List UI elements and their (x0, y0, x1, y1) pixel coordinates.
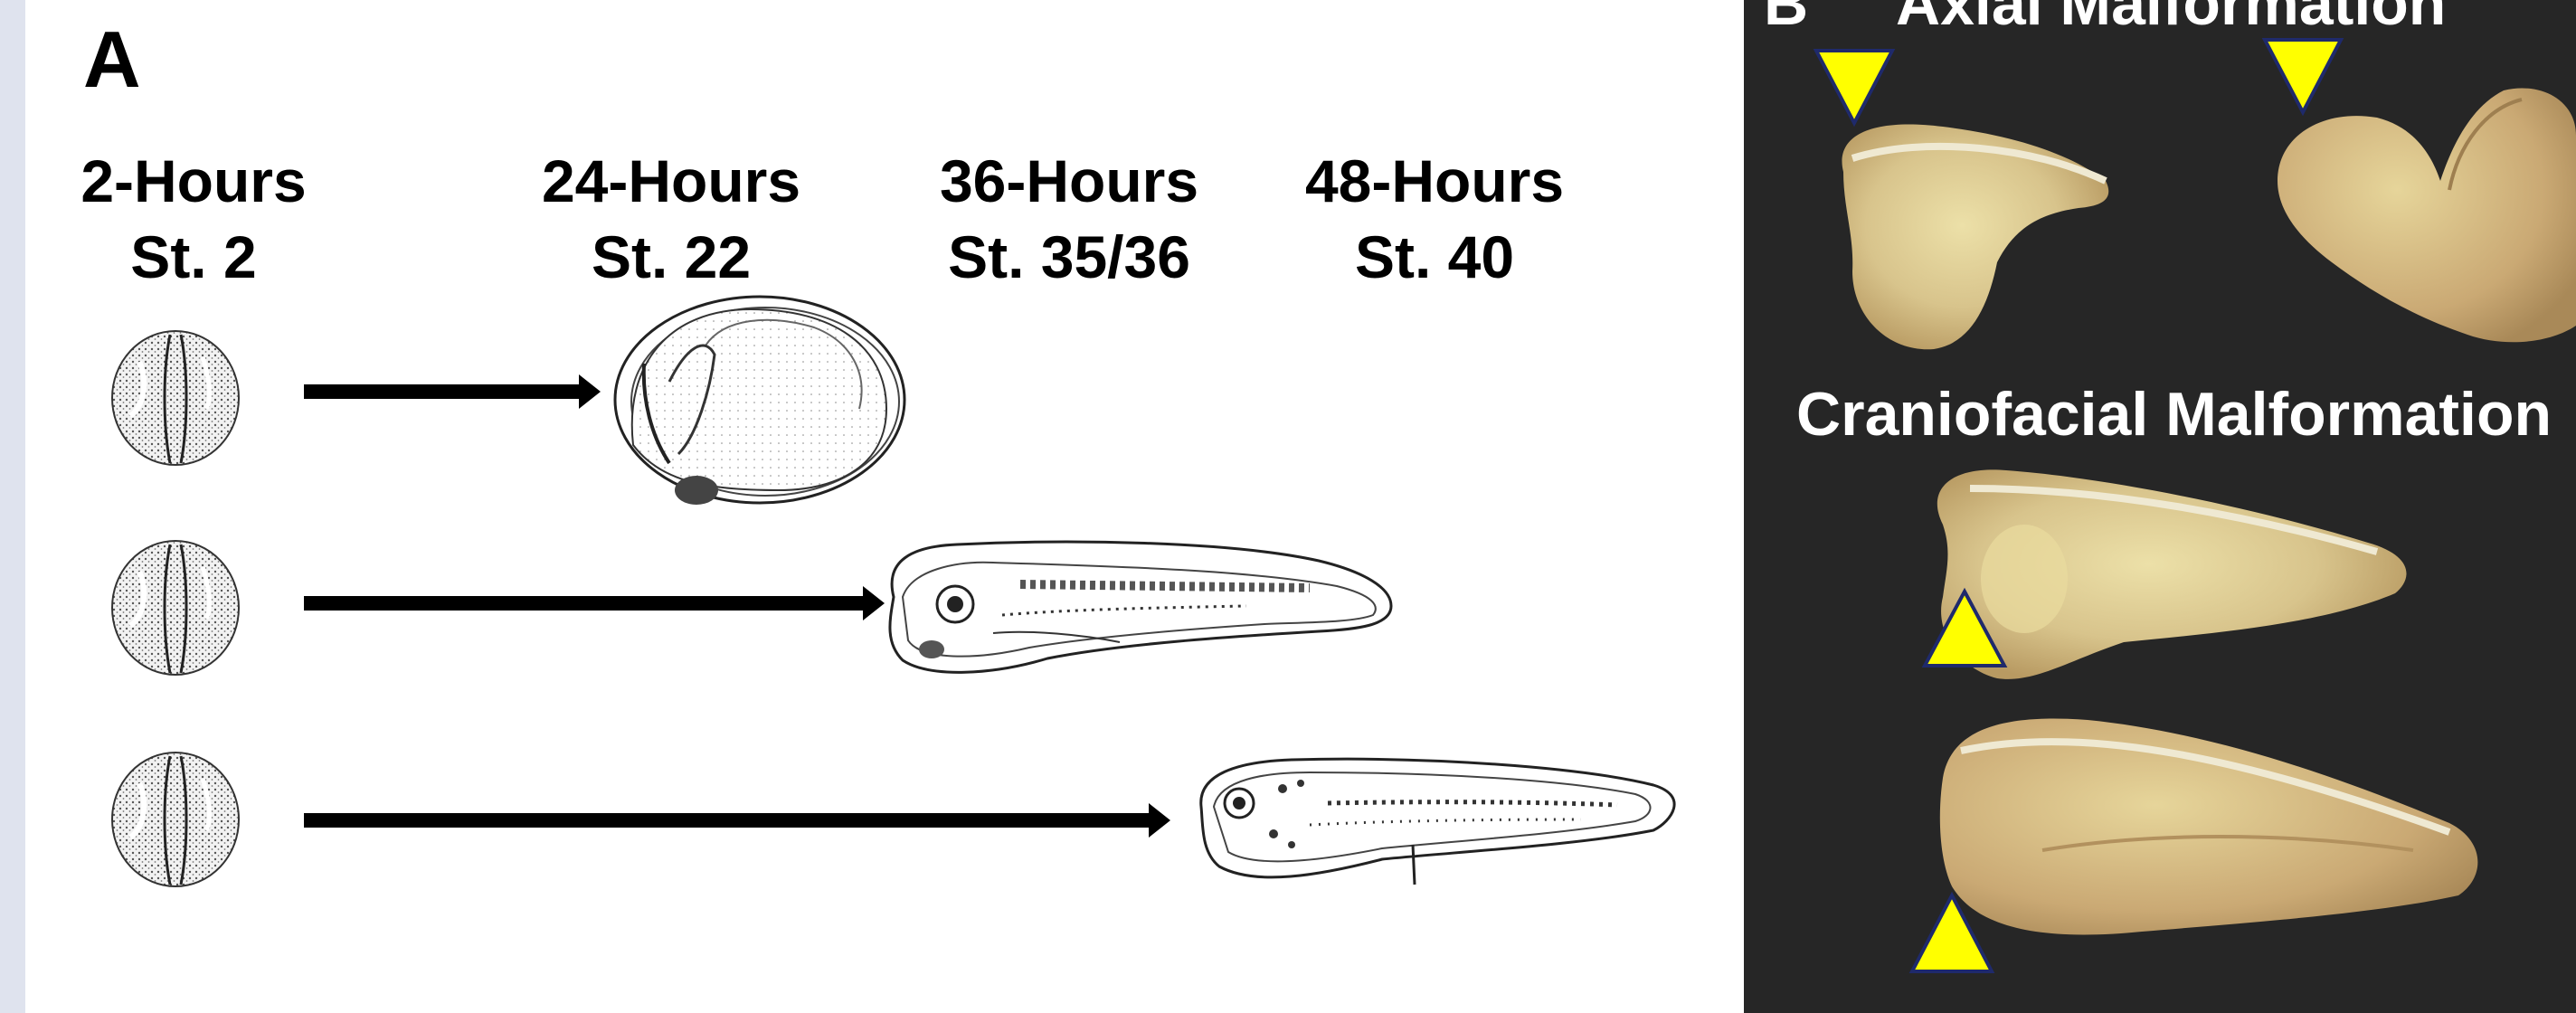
marker-axial-2 (2265, 40, 2341, 112)
axial-malformation-embryo-2 (2278, 88, 2576, 342)
panel-b: B Axial Malformation Craniofacial Malfor… (1744, 0, 2576, 1013)
arrow-to-stage-22 (304, 374, 601, 409)
panel-b-photos (1744, 0, 2576, 1013)
panel-a-illustration (25, 0, 1744, 1013)
panel-a: A 2-Hours St. 2 24-Hours St. 22 36-Hours… (25, 0, 1744, 1013)
embryo-stage-22 (615, 297, 904, 505)
egg-stage-2-row-2 (112, 541, 239, 675)
marker-axial-1 (1816, 51, 1892, 123)
left-margin-strip (0, 0, 25, 1013)
craniofacial-malformation-embryo-2 (1940, 718, 2478, 934)
egg-stage-2-row-3 (112, 753, 239, 886)
arrow-to-stage-40 (304, 803, 1170, 838)
axial-malformation-embryo-1 (1842, 124, 2108, 349)
tadpole-stage-35-36 (890, 542, 1391, 672)
craniofacial-malformation-embryo-1 (1937, 469, 2407, 679)
arrow-to-stage-35-36 (304, 586, 885, 620)
tadpole-stage-40 (1201, 759, 1674, 885)
egg-stage-2-row-1 (112, 331, 239, 465)
